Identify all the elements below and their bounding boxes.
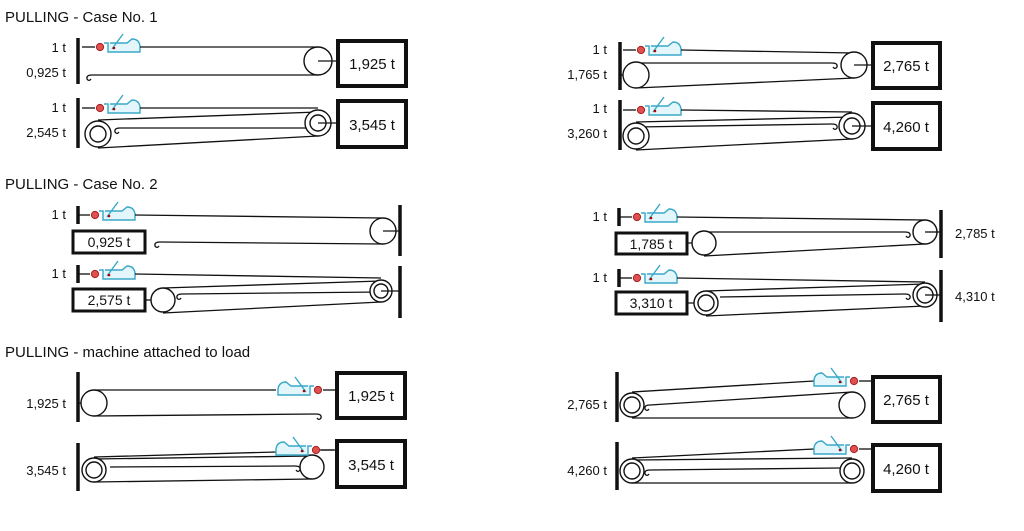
machine-icon [622, 96, 682, 116]
input-force-label: 1 t [52, 100, 67, 115]
pulley-icon [691, 230, 717, 256]
load-force-label: 2,765 t [883, 392, 930, 409]
diagram-attached-double-left: 3,545 t 3,545 t [26, 436, 407, 491]
load-box [335, 439, 407, 489]
diagram-case1-single-right: 1 t 1,765 t 2,765 t [567, 36, 942, 90]
pulley-icon [622, 61, 650, 89]
load-force-label: 4,260 t [883, 119, 930, 136]
section-title-case-1: PULLING - Case No. 1 [5, 9, 158, 26]
load-force-label: 3,545 t [349, 117, 396, 134]
hook-icon [831, 62, 838, 70]
hook-icon [114, 127, 121, 135]
anchor-force-label: 3,260 t [567, 126, 607, 141]
load-force-label: 4,260 t [883, 461, 930, 478]
input-force-label: 1 t [593, 209, 608, 224]
diagram-attached-single-right: 2,765 t 2,765 t [567, 367, 942, 424]
load-box [614, 290, 689, 316]
input-force-label: 1 t [52, 207, 67, 222]
anchor-force-label: 1,925 t [26, 396, 66, 411]
pulley-icon [150, 287, 176, 313]
machine-icon [813, 435, 873, 455]
diagram-attached-single-left: 1,925 t 1,925 t [26, 371, 407, 422]
input-force-label: 1 t [52, 40, 67, 55]
load-box [71, 229, 147, 255]
diagram-case1-single-left: 1 t 0,925 t 1,925 t [26, 33, 408, 88]
diagram-case1-double-left: 1 t 2,545 t 3,545 t [26, 94, 408, 149]
machine-icon [618, 264, 678, 284]
load-box [614, 231, 689, 256]
machine-icon [76, 260, 136, 280]
load-box [871, 41, 942, 90]
anchor-force-label: 1,765 t [567, 67, 607, 82]
load-force-label: 3,545 t [348, 457, 395, 474]
anchor-force-label: 2,765 t [567, 397, 607, 412]
hook-icon [644, 469, 651, 477]
load-force-label: 2,765 t [883, 58, 930, 75]
load-force-label: 0,925 t [88, 234, 131, 250]
hook-icon [176, 293, 183, 301]
load-box [336, 39, 408, 88]
anchor-force-label: 2,545 t [26, 125, 66, 140]
load-box [336, 99, 408, 149]
anchor-force-label: 4,260 t [567, 463, 607, 478]
load-force-label: 1,925 t [348, 388, 395, 405]
load-box [871, 443, 942, 493]
load-force-label: 1,925 t [349, 56, 396, 73]
machine-icon [277, 376, 337, 396]
machine-icon [813, 367, 873, 387]
anchor-force-label: 0,925 t [26, 65, 66, 80]
load-box [871, 101, 942, 151]
pulley-icon [299, 454, 325, 480]
hook-icon [904, 231, 911, 239]
section-title-case-2: PULLING - Case No. 2 [5, 176, 158, 193]
diagram-case2-single-left: 1 t 0,925 t [52, 201, 402, 256]
hook-icon [86, 74, 93, 82]
hook-icon [644, 404, 651, 412]
input-force-label: 1 t [52, 266, 67, 281]
load-box [335, 371, 407, 420]
anchor-force-label: 4,310 t [955, 289, 995, 304]
input-force-label: 1 t [593, 42, 608, 57]
hook-icon [154, 241, 161, 249]
load-force-label: 1,785 t [630, 236, 673, 252]
diagram-case2-single-right: 1 t 2,785 t 1,785 t [593, 203, 995, 258]
pulley-icon [80, 389, 108, 417]
anchor-force-label: 3,545 t [26, 463, 66, 478]
machine-icon [618, 203, 678, 223]
hook-icon [315, 413, 322, 421]
input-force-label: 1 t [593, 270, 608, 285]
hook-icon [904, 293, 911, 301]
anchor-force-label: 2,785 t [955, 226, 995, 241]
hook-icon [831, 123, 838, 131]
machine-icon [622, 36, 682, 56]
load-box [71, 287, 147, 313]
machine-icon [76, 201, 136, 221]
section-title-attached: PULLING - machine attached to load [5, 344, 250, 361]
machine-icon [81, 94, 141, 114]
machine-icon [81, 33, 141, 53]
load-force-label: 3,310 t [630, 295, 673, 311]
diagram-case1-double-right: 1 t 3,260 t 4,260 t [567, 96, 942, 151]
diagram-case2-double-right: 1 t 4,310 t 3,310 t [593, 264, 995, 322]
diagram-case2-double-left: 1 t 2,575 t [52, 260, 402, 318]
load-force-label: 2,575 t [88, 292, 131, 308]
pulley-icon [838, 391, 866, 419]
machine-icon [275, 436, 335, 456]
load-box [871, 375, 942, 424]
input-force-label: 1 t [593, 101, 608, 116]
diagram-attached-double-right: 4,260 t 4,260 t [567, 435, 942, 493]
